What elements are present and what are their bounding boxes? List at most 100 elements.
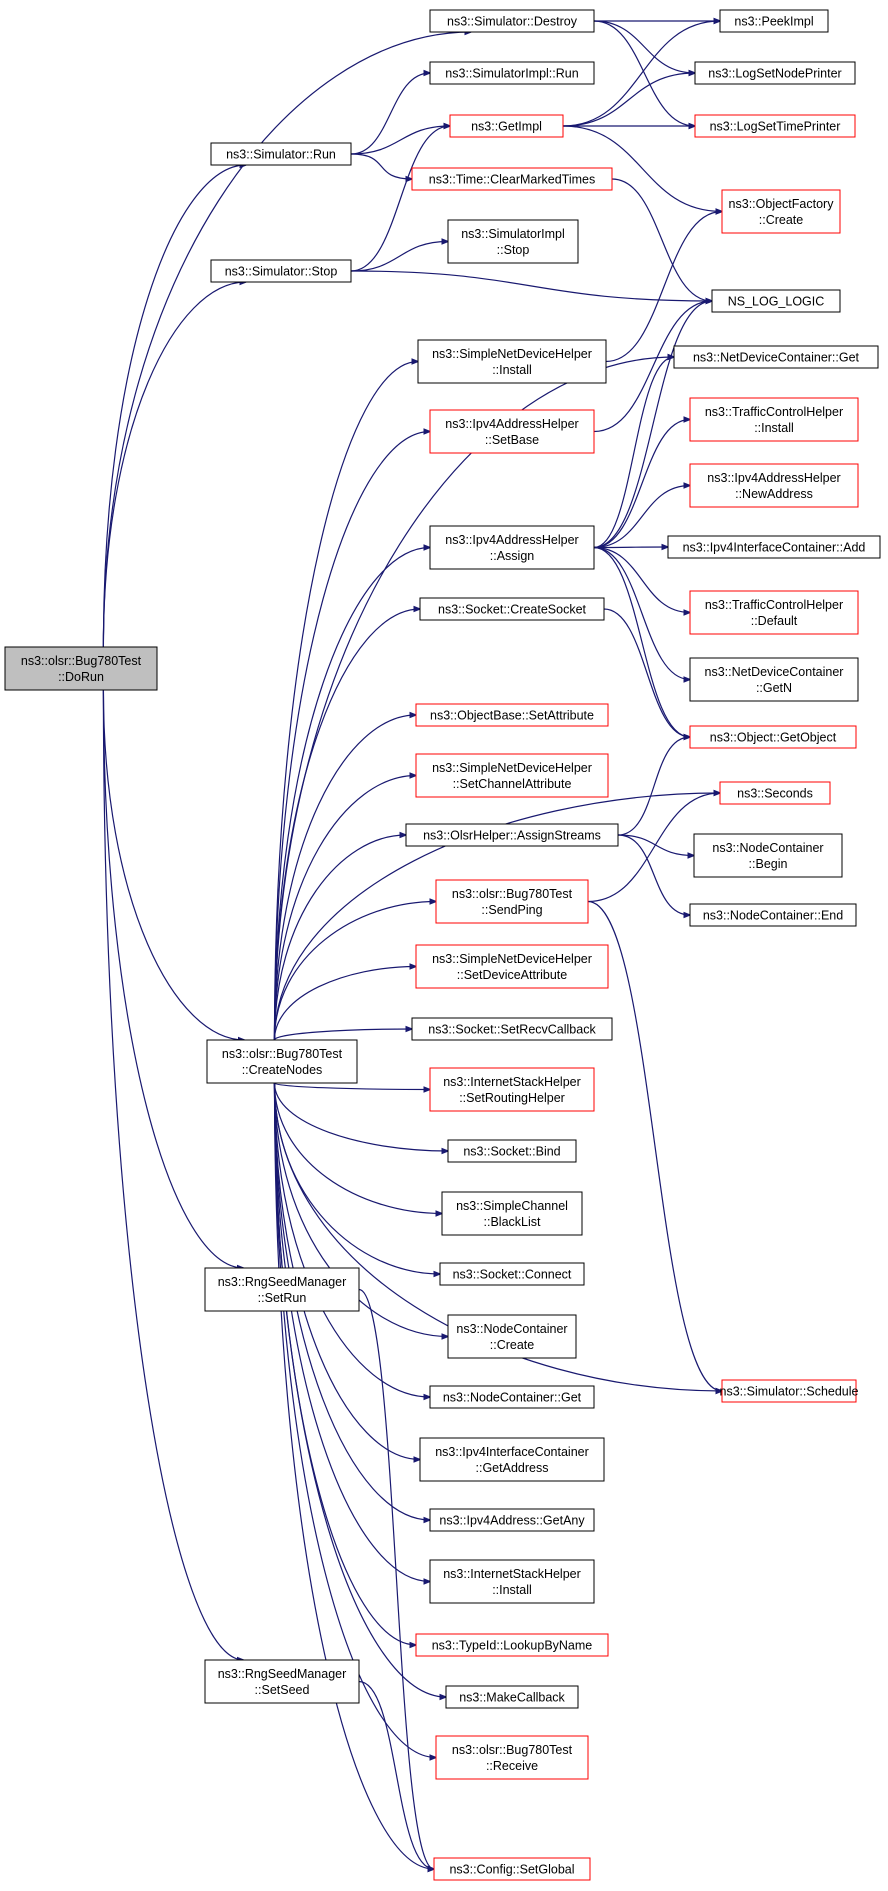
node-ipv4a_getany[interactable]: ns3::Ipv4Address::GetAny [429,1508,595,1532]
edge-createnodes-to-ndc_get [273,357,675,1041]
node-createnodes[interactable]: ns3::olsr::Bug780Test::CreateNodes [206,1039,358,1084]
edge-sendping-to-sim_schedule [587,900,722,1392]
node-ish_install[interactable]: ns3::InternetStackHelper::Install [429,1559,595,1604]
edge-ipv4ah_setbase-to-nslog [593,301,712,433]
node-ipv4ah_setbase[interactable]: ns3::Ipv4AddressHelper::SetBase [429,409,595,454]
node-label: ns3::olsr::Bug780Test [222,1047,343,1061]
edge-ipv4ah_assign-to-obj_getobject [593,546,690,738]
node-sndh_install[interactable]: ns3::SimpleNetDeviceHelper::Install [417,339,607,384]
edge-ipv4ah_assign-to-ipv4ah_newaddr [593,486,690,549]
edge-root-to-sim_stop [102,282,246,648]
node-box [721,1379,857,1403]
node-tch_default[interactable]: ns3::TrafficControlHelper::Default [689,590,859,635]
node-sock_bind[interactable]: ns3::Socket::Bind [447,1139,577,1163]
node-box [405,823,619,847]
node-seconds[interactable]: ns3::Seconds [719,781,831,805]
node-label: ::Create [759,213,804,227]
node-typeid_lookup[interactable]: ns3::TypeId::LookupByName [415,1633,609,1657]
node-sim_stop[interactable]: ns3::Simulator::Stop [210,259,352,283]
node-label: ::Install [492,1583,532,1597]
node-label: ns3::RngSeedManager [218,1275,347,1289]
node-ipv4ic_add[interactable]: ns3::Ipv4InterfaceContainer::Add [667,535,881,559]
node-label: ns3::NodeContainer::Get [443,1391,582,1405]
node-sim_run[interactable]: ns3::Simulator::Run [210,142,352,166]
edge-sim_run-to-simimpl_run [350,73,430,155]
edge-sim_run-to-getimpl [350,126,450,155]
node-nc_begin[interactable]: ns3::NodeContainer::Begin [693,833,843,878]
edge-createnodes-to-makecallback [273,1082,447,1697]
node-box [689,463,859,508]
node-nc_end[interactable]: ns3::NodeContainer::End [689,903,857,927]
node-box [719,9,829,33]
node-ipv4ah_newaddr[interactable]: ns3::Ipv4AddressHelper::NewAddress [689,463,859,508]
node-nslog[interactable]: NS_LOG_LOGIC [711,289,841,313]
node-logtimeprinter[interactable]: ns3::LogSetTimePrinter [694,114,856,138]
node-label: ns3::SimpleNetDeviceHelper [432,761,592,775]
node-sndh_setchan[interactable]: ns3::SimpleNetDeviceHelper::SetChannelAt… [415,753,609,798]
node-ipv4ic_getaddr[interactable]: ns3::Ipv4InterfaceContainer::GetAddress [419,1437,605,1482]
edge-createnodes-to-sock_setrecv [273,1029,413,1041]
node-obj_getobject[interactable]: ns3::Object::GetObject [689,725,857,749]
node-receive[interactable]: ns3::olsr::Bug780Test::Receive [435,1735,589,1780]
edge-getimpl-to-objfactory [562,125,722,212]
node-label: ns3::Time::ClearMarkedTimes [429,173,595,187]
node-box [441,1191,583,1236]
edge-root-to-rng_setseed [102,689,243,1660]
node-label: ::GetN [756,681,792,695]
node-ish_setrouting[interactable]: ns3::InternetStackHelper::SetRoutingHelp… [429,1067,595,1112]
node-rng_setrun[interactable]: ns3::RngSeedManager::SetRun [204,1267,360,1312]
edge-createnodes-to-sim_schedule [273,1082,723,1391]
node-simimpl_stop[interactable]: ns3::SimulatorImpl::Stop [447,219,579,264]
node-label: ::DoRun [58,670,104,684]
node-label: ns3::ObjectBase::SetAttribute [430,709,594,723]
node-sock_create[interactable]: ns3::Socket::CreateSocket [419,597,605,621]
node-makecallback[interactable]: ns3::MakeCallback [445,1685,579,1709]
node-lognodeprinter[interactable]: ns3::LogSetNodePrinter [694,61,856,85]
node-box [435,879,589,924]
node-nc_create[interactable]: ns3::NodeContainer::Create [447,1314,577,1359]
node-box [417,339,607,384]
node-box [204,1267,360,1312]
node-objfactory[interactable]: ns3::ObjectFactory::Create [721,189,841,234]
node-sendping[interactable]: ns3::olsr::Bug780Test::SendPing [435,879,589,924]
node-box [689,903,857,927]
node-tch_install[interactable]: ns3::TrafficControlHelper::Install [689,397,859,442]
node-label: ns3::Simulator::Run [226,148,336,162]
node-label: ns3::Ipv4AddressHelper [445,533,578,547]
node-sndh_setdev[interactable]: ns3::SimpleNetDeviceHelper::SetDeviceAtt… [415,944,609,989]
node-label: ::SetSeed [255,1683,310,1697]
node-box [689,590,859,635]
edge-olsr_assign-to-nc_end [617,834,690,915]
node-box [433,1857,591,1881]
node-olsr_assign[interactable]: ns3::OlsrHelper::AssignStreams [405,823,619,847]
node-label: ns3::Ipv4AddressHelper [707,471,840,485]
edge-rng_setseed-to-config_setglobal [358,1680,434,1870]
edge-rng_setrun-to-config_setglobal [358,1288,434,1870]
node-sock_connect[interactable]: ns3::Socket::Connect [439,1262,585,1286]
node-rng_setseed[interactable]: ns3::RngSeedManager::SetSeed [204,1659,360,1704]
node-sim_schedule[interactable]: ns3::Simulator::Schedule [720,1379,859,1403]
node-label: ns3::NetDeviceContainer::Get [693,351,860,365]
node-peekimpl[interactable]: ns3::PeekImpl [719,9,829,33]
node-sim_destroy[interactable]: ns3::Simulator::Destroy [429,9,595,33]
node-objbase_setattr[interactable]: ns3::ObjectBase::SetAttribute [415,703,609,727]
node-label: ns3::Ipv4Address::GetAny [439,1514,585,1528]
node-config_setglobal[interactable]: ns3::Config::SetGlobal [433,1857,591,1881]
node-sock_setrecv[interactable]: ns3::Socket::SetRecvCallback [411,1017,613,1041]
node-ndc_get[interactable]: ns3::NetDeviceContainer::Get [673,345,879,369]
node-root[interactable]: ns3::olsr::Bug780Test::DoRun [4,646,158,691]
edge-createnodes-to-sock_create [273,609,421,1041]
node-box [429,1385,595,1409]
node-label: ns3::NodeContainer::End [703,909,843,923]
node-clearmarked[interactable]: ns3::Time::ClearMarkedTimes [411,167,613,191]
node-label: ::Receive [486,1759,538,1773]
node-simimpl_run[interactable]: ns3::SimulatorImpl::Run [429,61,595,85]
node-box [694,61,856,85]
node-sc_blacklist[interactable]: ns3::SimpleChannel::BlackList [441,1191,583,1236]
node-label: ns3::InternetStackHelper [443,1567,581,1581]
node-ndc_getn[interactable]: ns3::NetDeviceContainer::GetN [689,657,859,702]
node-getimpl[interactable]: ns3::GetImpl [449,114,564,138]
node-ipv4ah_assign[interactable]: ns3::Ipv4AddressHelper::Assign [429,525,595,570]
node-nc_get[interactable]: ns3::NodeContainer::Get [429,1385,595,1409]
edge-ipv4ah_assign-to-ndc_get [593,357,674,549]
